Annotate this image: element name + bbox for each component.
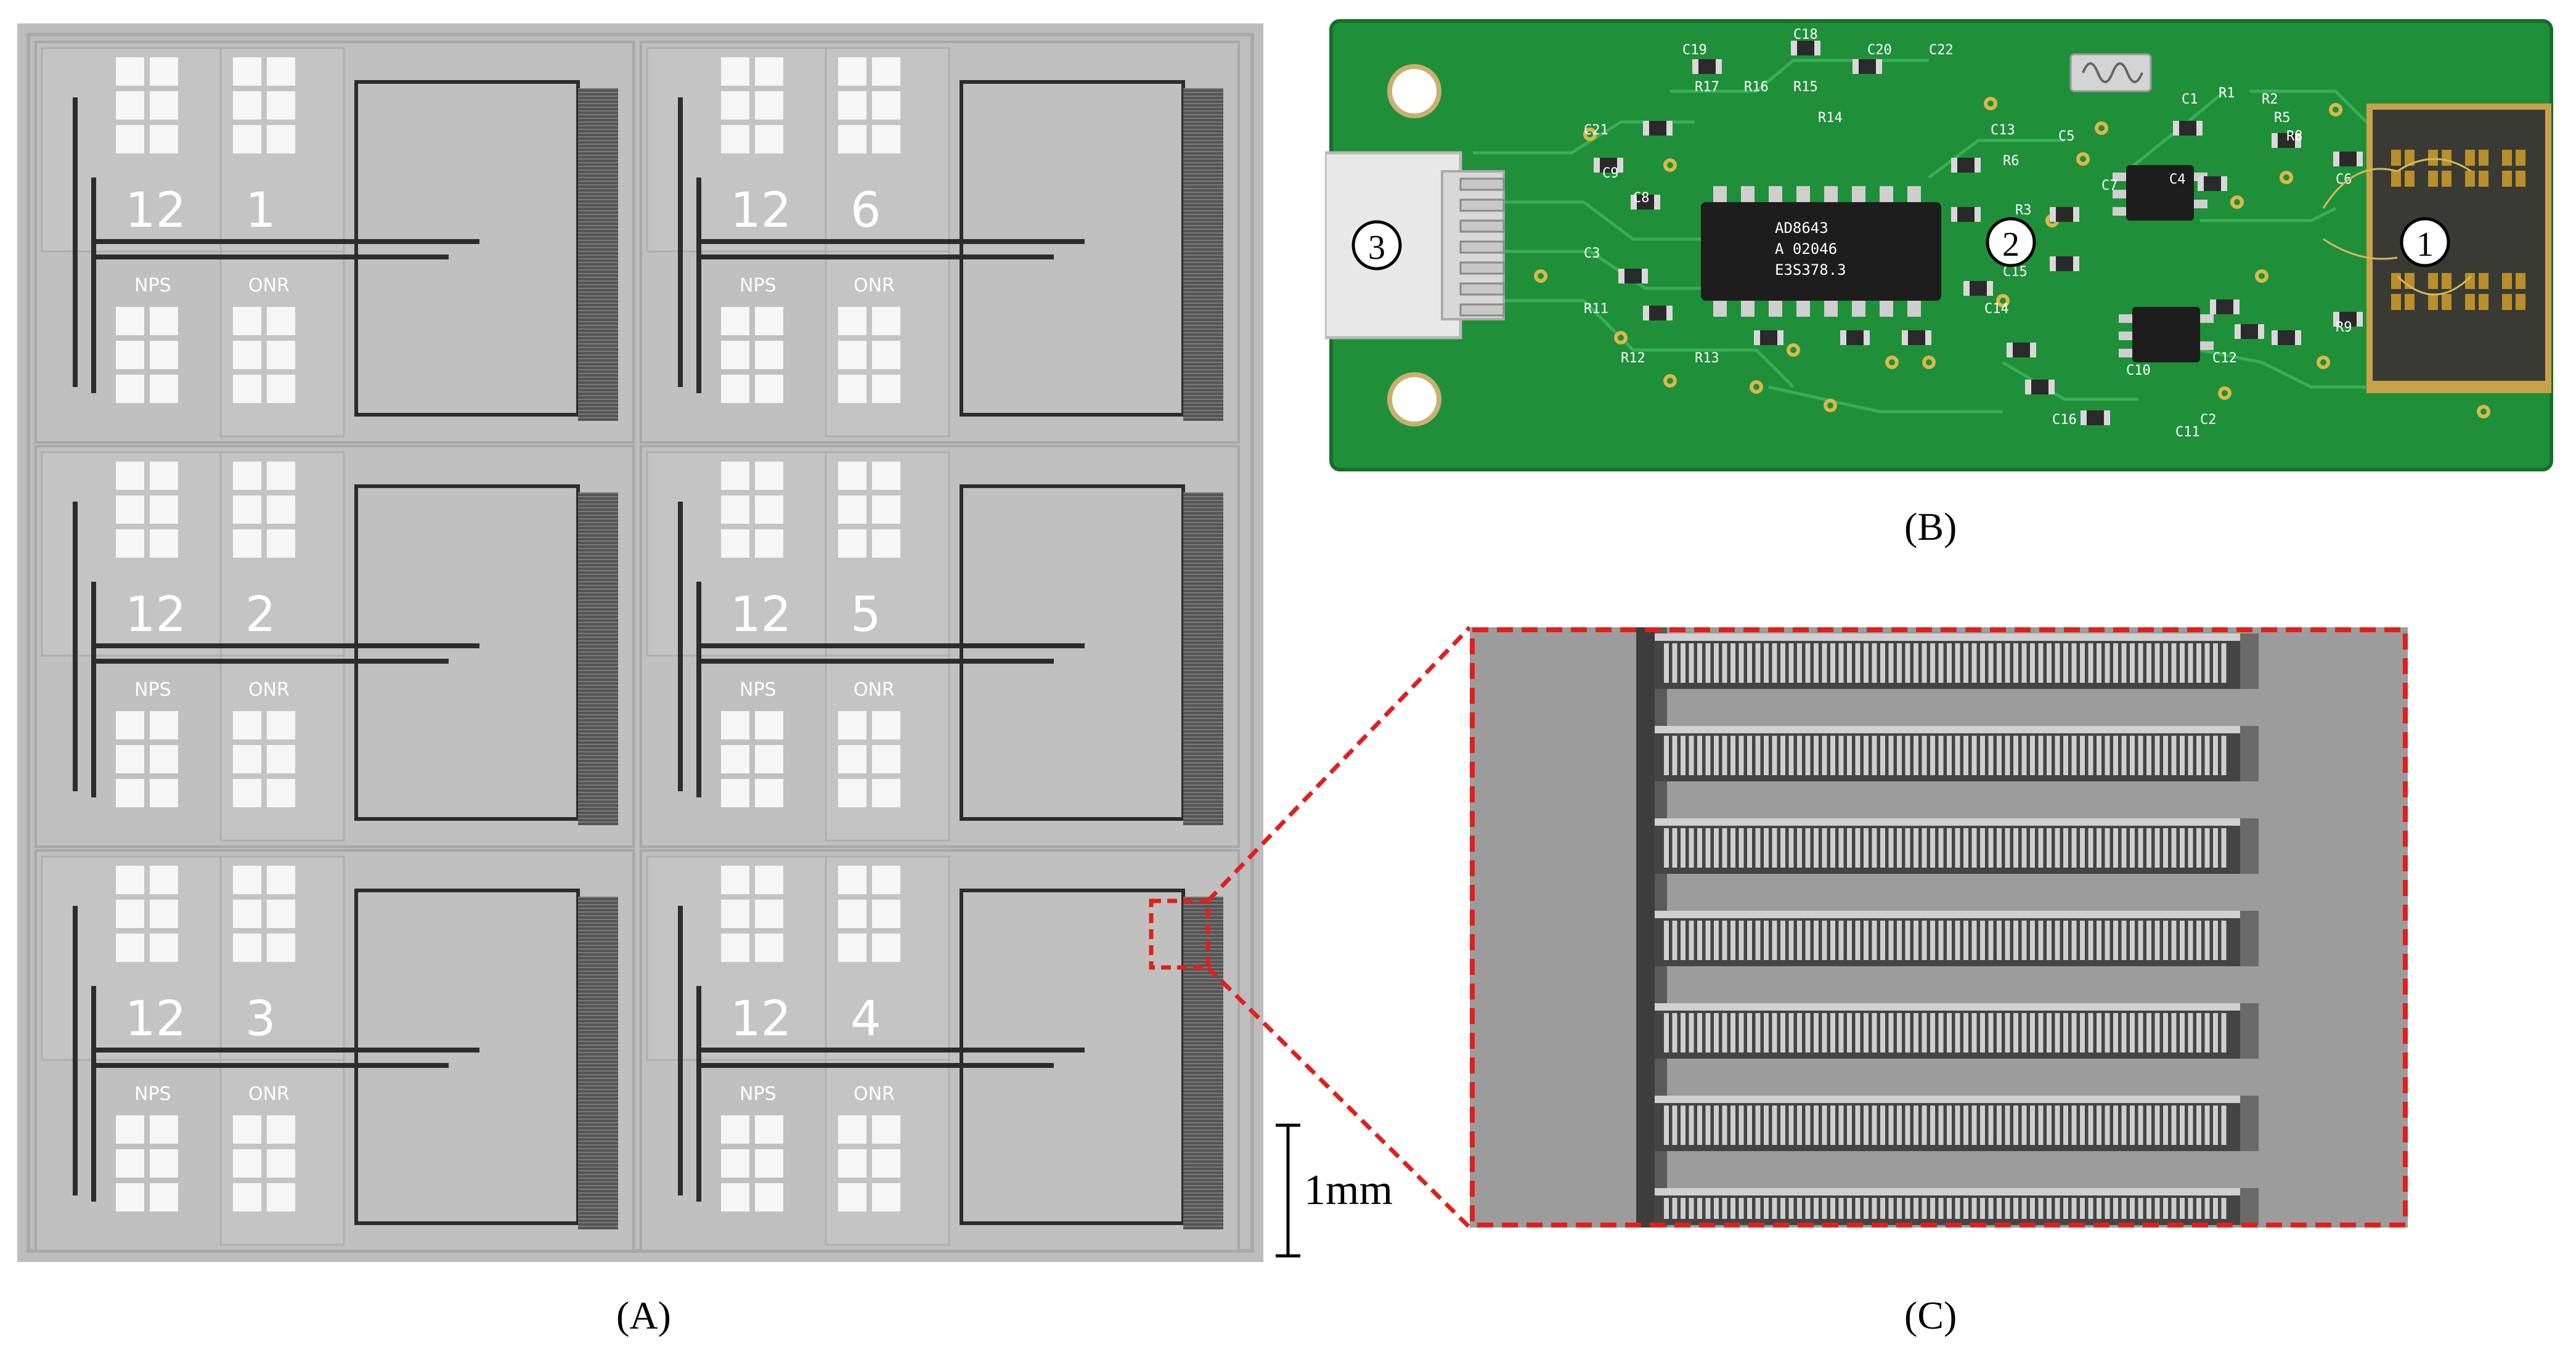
component-label: C1 <box>2182 92 2198 107</box>
component-label: R6 <box>2003 153 2020 169</box>
component-label: C11 <box>2175 425 2200 440</box>
scale-bar-label: 1mm <box>1304 1167 1393 1214</box>
ic-text-line2: A 02046 <box>1775 240 1837 258</box>
component-label: R2 <box>2262 92 2278 107</box>
panel-c-sem-image <box>1470 627 2408 1228</box>
component-label: R13 <box>1695 351 1719 366</box>
chip-row-number: 12 <box>730 991 791 1047</box>
component-label: C9 <box>1602 166 1619 181</box>
chip-column-number: 4 <box>850 991 881 1047</box>
svg-text:1: 1 <box>2416 226 2434 264</box>
component-label: R17 <box>1695 79 1719 95</box>
chip-column-number: 3 <box>245 991 276 1047</box>
chip-column-number: 1 <box>245 183 276 238</box>
component-label: C4 <box>2169 172 2186 187</box>
component-label: C19 <box>1682 43 1707 58</box>
component-label: R9 <box>2336 320 2352 335</box>
component-label: C18 <box>1793 27 1818 43</box>
marker-3: 3 <box>1351 220 1402 271</box>
nps-label: NPS <box>134 1083 171 1105</box>
panel-a-caption: (A) <box>616 1293 671 1337</box>
scale-bar <box>1276 1123 1300 1258</box>
component-label: C2 <box>2200 412 2217 428</box>
onr-label: ONR <box>854 275 895 296</box>
component-label: R14 <box>1818 110 1843 126</box>
component-label: C22 <box>1929 43 1954 58</box>
component-label: C5 <box>2058 129 2075 144</box>
chip-column-number: 2 <box>245 587 276 643</box>
chip-row-number: 12 <box>125 587 186 643</box>
marker-1: 1 <box>2400 217 2450 267</box>
nps-label: NPS <box>134 679 171 701</box>
component-label: C21 <box>1584 123 1608 138</box>
onr-label: ONR <box>248 1083 290 1105</box>
component-label: R15 <box>1793 79 1818 95</box>
panel-b-caption: (B) <box>1904 505 1957 548</box>
component-label: R12 <box>1621 351 1645 366</box>
svg-text:2: 2 <box>2002 226 2020 264</box>
nps-label: NPS <box>134 275 171 296</box>
ic-text-line1: AD8643 <box>1775 219 1828 237</box>
component-label: R8 <box>2286 129 2303 144</box>
chip-row-number: 12 <box>730 587 791 643</box>
component-label: C3 <box>1584 246 1600 261</box>
marker-2: 2 <box>1986 217 2036 267</box>
nps-label: NPS <box>740 679 776 701</box>
component-label: C14 <box>1984 301 2009 317</box>
chip-column-number: 6 <box>850 183 881 238</box>
nps-label: NPS <box>740 1083 776 1105</box>
onr-label: ONR <box>248 679 290 701</box>
chip-row-number: 12 <box>125 183 186 238</box>
onr-label: ONR <box>854 679 895 701</box>
component-label: R1 <box>2219 86 2235 101</box>
nps-label: NPS <box>740 275 776 296</box>
component-label: C8 <box>1633 190 1650 206</box>
onr-label: ONR <box>248 275 290 296</box>
component-label: R5 <box>2274 110 2291 126</box>
component-label: C20 <box>1867 43 1892 58</box>
zoom-region-box <box>1149 898 1210 970</box>
component-label: C10 <box>2126 363 2151 378</box>
svg-text:3: 3 <box>1368 229 1385 267</box>
component-label: R11 <box>1584 301 1608 317</box>
component-label: R3 <box>2015 203 2032 218</box>
onr-label: ONR <box>854 1083 895 1105</box>
ic-text-line3: E3S378.3 <box>1775 261 1846 279</box>
chip-row-number: 12 <box>730 183 791 238</box>
component-label: C16 <box>2052 412 2077 428</box>
panel-c-caption: (C) <box>1904 1293 1957 1337</box>
chip-row-number: 12 <box>125 991 186 1047</box>
component-label: C12 <box>2212 351 2237 366</box>
component-label: C13 <box>1991 123 2015 138</box>
component-label: C15 <box>2003 264 2028 280</box>
component-label: R16 <box>1744 79 1769 95</box>
chip-column-number: 5 <box>850 587 881 643</box>
opamp-ic: AD8643 A 02046 E3S378.3 <box>1701 186 1941 317</box>
component-label: C7 <box>2101 178 2118 193</box>
